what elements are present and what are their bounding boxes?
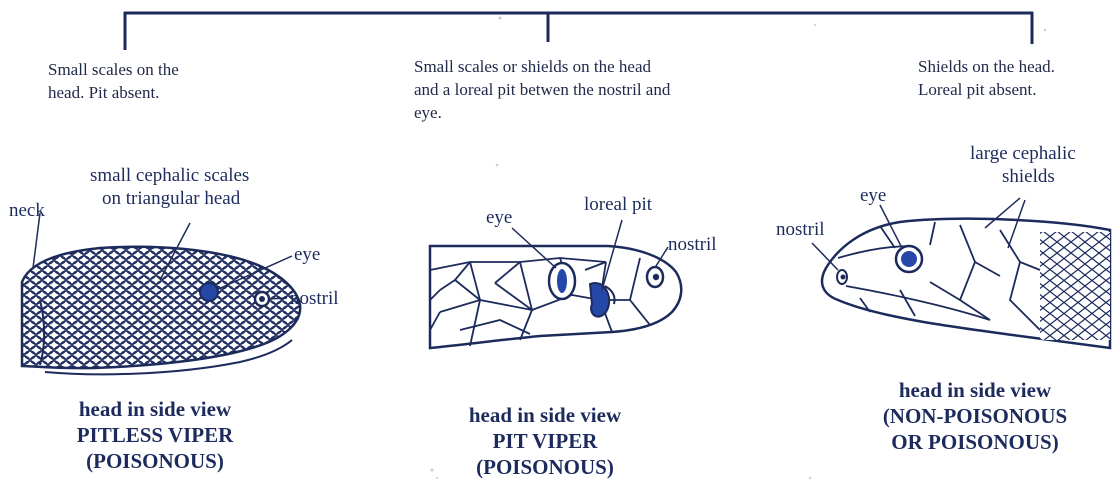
pit-viper-caption: head in side view PIT VIPER (POISONOUS) <box>430 402 660 480</box>
pit-description-line-2: and a loreal pit betwen the nostril and <box>414 78 670 101</box>
pit-caption-line-1: head in side view <box>430 402 660 428</box>
pit-description-line-3: eye. <box>414 101 670 124</box>
pitless-viper-head <box>22 213 300 374</box>
nonpit-shields-label-line-2: shields <box>1002 166 1055 188</box>
loreal-pit-mark <box>590 283 609 317</box>
pit-viper-loreal-pit-label: loreal pit <box>584 194 652 216</box>
pitless-scales-label-line-1: small cephalic scales <box>90 165 249 187</box>
nonpit-description-line-1: Shields on the head. <box>918 55 1055 78</box>
pit-viper-head <box>430 220 681 348</box>
nonpit-description-line-2: Loreal pit absent. <box>918 78 1055 101</box>
pit-viper-nostril-label: nostril <box>668 234 717 256</box>
pitless-scales-label-line-2: on triangular head <box>102 188 240 210</box>
nonpit-eye-label: eye <box>860 185 886 207</box>
pitless-neck-label: neck <box>9 200 45 222</box>
pit-viper-description: Small scales or shields on the head and … <box>414 55 670 124</box>
pitless-caption-line-3: (POISONOUS) <box>40 448 270 474</box>
top-bracket <box>124 12 1033 50</box>
nonpit-description: Shields on the head. Loreal pit absent. <box>918 55 1055 101</box>
pitless-caption: head in side view PITLESS VIPER (POISONO… <box>40 396 270 474</box>
pit-caption-line-2: PIT VIPER <box>430 428 660 454</box>
pitless-eye-label: eye <box>294 244 320 266</box>
nonpit-snake-head <box>812 198 1110 348</box>
pit-viper-eye-label: eye <box>486 207 512 229</box>
pitless-description-line-1: Small scales on the <box>48 58 179 81</box>
pit-caption-line-3: (POISONOUS) <box>430 454 660 480</box>
nonpit-caption-line-1: head in side view <box>850 377 1100 403</box>
pitless-caption-line-2: PITLESS VIPER <box>40 422 270 448</box>
pitless-caption-line-1: head in side view <box>40 396 270 422</box>
pit-description-line-1: Small scales or shields on the head <box>414 55 670 78</box>
nonpit-nostril-label: nostril <box>776 219 825 241</box>
nonpit-caption-line-2: (NON-POISONOUS <box>850 403 1100 429</box>
nonpit-caption-line-3: OR POISONOUS) <box>850 429 1100 455</box>
pitless-nostril-label: nostril <box>290 288 339 310</box>
pitless-description-line-2: head. Pit absent. <box>48 81 179 104</box>
pitless-description: Small scales on the head. Pit absent. <box>48 58 179 104</box>
nonpit-caption: head in side view (NON-POISONOUS OR POIS… <box>850 377 1100 455</box>
nonpit-shields-label-line-1: large cephalic <box>970 143 1076 165</box>
pitless-eye-mark <box>200 283 218 301</box>
